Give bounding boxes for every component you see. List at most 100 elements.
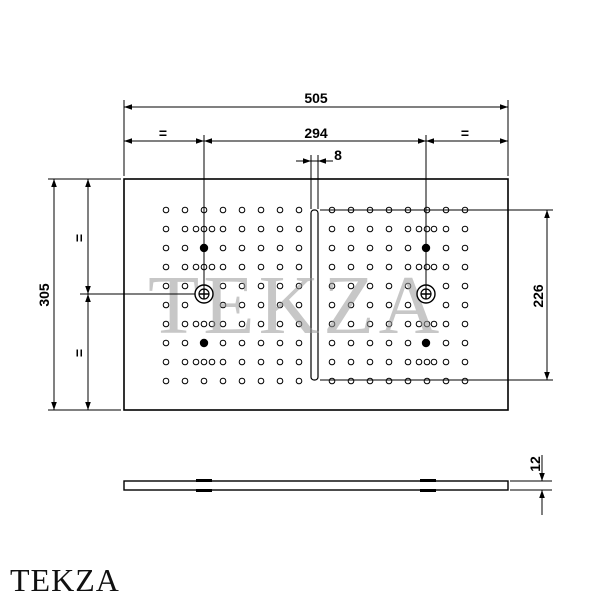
brand-logo-text: TEKZA (10, 562, 120, 598)
nozzle-hole (442, 244, 450, 252)
equal-left-label: = (159, 125, 167, 141)
nozzle-hole (461, 263, 469, 271)
nozzle-hole (404, 282, 412, 290)
nozzle-hole (385, 225, 393, 233)
nozzle-hole (200, 358, 208, 366)
nozzle-hole (404, 301, 412, 309)
nozzle-hole (200, 320, 208, 328)
nozzle-hole (181, 358, 189, 366)
nozzle-hole (295, 282, 303, 290)
nozzle-hole (442, 263, 450, 271)
nozzle-hole (461, 282, 469, 290)
nozzle-hole (366, 225, 374, 233)
nozzle-hole (162, 377, 170, 385)
nozzle-hole (219, 244, 227, 252)
nozzle-hole (238, 244, 246, 252)
nozzle-hole (442, 339, 450, 347)
nozzle-hole (423, 320, 431, 328)
nozzle-hole (192, 320, 200, 328)
nozzle-hole (423, 377, 431, 385)
nozzle-hole (461, 244, 469, 252)
nozzle-hole (162, 320, 170, 328)
connector-right (416, 243, 436, 348)
nozzle-hole (257, 206, 265, 214)
nozzle-hole (366, 339, 374, 347)
nozzle-hole (192, 358, 200, 366)
nozzle-hole (208, 358, 216, 366)
nozzle-hole (295, 206, 303, 214)
nozzle-hole (219, 225, 227, 233)
nozzle-hole (328, 301, 336, 309)
inner-height-label: 226 (530, 284, 546, 308)
nozzle-hole (276, 377, 284, 385)
nozzle-hole (328, 320, 336, 328)
nozzle-hole (162, 244, 170, 252)
nozzle-hole (208, 263, 216, 271)
dimension-vertical-equal: = = (71, 179, 195, 410)
nozzle-hole (328, 339, 336, 347)
nozzle-hole (430, 225, 438, 233)
center-slot (310, 209, 319, 381)
nozzle-hole (461, 339, 469, 347)
nozzle-hole (162, 339, 170, 347)
nozzle-hole (366, 263, 374, 271)
nozzle-hole (219, 282, 227, 290)
nozzle-hole (404, 377, 412, 385)
nozzle-hole (442, 282, 450, 290)
nozzle-hole (181, 339, 189, 347)
nozzle-hole (385, 282, 393, 290)
nozzle-hole (257, 263, 265, 271)
nozzle-hole (404, 225, 412, 233)
nozzle-hole (162, 358, 170, 366)
nozzle-hole (238, 320, 246, 328)
nozzle-hole (238, 206, 246, 214)
nozzle-grid-left (162, 206, 438, 385)
nozzle-hole (276, 282, 284, 290)
nozzle-hole (347, 301, 355, 309)
nozzle-hole (162, 225, 170, 233)
thickness-label: 12 (527, 456, 543, 472)
nozzle-hole (181, 377, 189, 385)
nozzle-hole (257, 339, 265, 347)
nozzle-hole (366, 244, 374, 252)
nozzle-hole (181, 225, 189, 233)
nozzle-hole (430, 358, 438, 366)
nozzle-hole (366, 282, 374, 290)
nozzle-hole (415, 358, 423, 366)
nozzle-hole (366, 301, 374, 309)
nozzle-hole (219, 339, 227, 347)
nozzle-hole (442, 225, 450, 233)
nozzle-hole (328, 263, 336, 271)
nozzle-hole (404, 263, 412, 271)
nozzle-hole (276, 206, 284, 214)
nozzle-hole (181, 301, 189, 309)
nozzle-hole (208, 225, 216, 233)
nozzle-hole (366, 358, 374, 366)
nozzle-hole (415, 225, 423, 233)
nozzle-hole (461, 358, 469, 366)
nozzle-hole (276, 301, 284, 309)
nozzle-hole (257, 282, 265, 290)
nozzle-hole (192, 225, 200, 233)
overall-width-label: 505 (304, 90, 328, 106)
nozzle-hole (162, 301, 170, 309)
nozzle-hole (461, 225, 469, 233)
nozzle-hole (404, 358, 412, 366)
nozzle-hole (347, 358, 355, 366)
spacing-label: 294 (304, 125, 328, 141)
nozzle-hole (219, 263, 227, 271)
plate-side-view (123, 479, 509, 492)
nozzle-hole (461, 301, 469, 309)
nozzle-hole (347, 244, 355, 252)
nozzle-hole (238, 263, 246, 271)
nozzle-hole (385, 358, 393, 366)
nozzle-hole (257, 301, 265, 309)
nozzle-hole (276, 244, 284, 252)
nozzle-hole (295, 301, 303, 309)
nozzle-hole (162, 206, 170, 214)
nozzle-hole (276, 358, 284, 366)
nozzle-hole (295, 225, 303, 233)
nozzle-hole (208, 320, 216, 328)
nozzle-hole (415, 320, 423, 328)
nozzle-hole (295, 320, 303, 328)
